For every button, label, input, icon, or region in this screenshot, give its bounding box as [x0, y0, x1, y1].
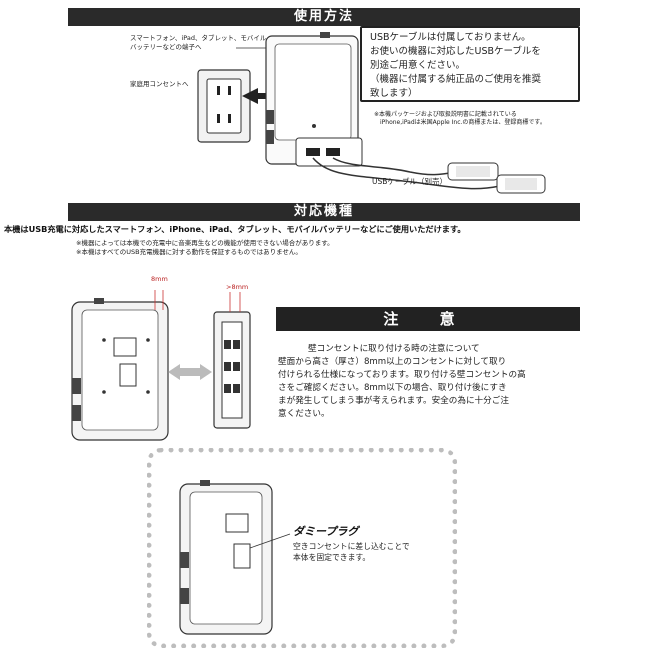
outlet-label: 家庭用コンセントへ	[130, 80, 189, 88]
dummy-plug-frame	[147, 448, 457, 648]
compat-notes: ※機器によっては本機での充電中に音楽再生などの機能が使用できない場合があります。…	[76, 239, 334, 256]
dimension-label-over-8mm: >8mm	[226, 283, 249, 291]
cable-label: USBケーブル（別売）	[372, 177, 447, 186]
usage-section-title: 使用方法	[68, 8, 580, 26]
trademark-note: ※本機パッケージおよび取扱説明書に記載されている iPhone,iPadは米国A…	[374, 111, 546, 126]
dimension-label-8mm: 8mm	[151, 275, 168, 283]
caution-body: 壁コンセントに取り付ける時の注意について 壁面から高さ（厚さ）8mm以上のコンセ…	[278, 344, 526, 419]
compat-section-title: 対応機種	[68, 203, 580, 221]
usb-cable-notice: USBケーブルは付属しておりません。 お使いの機器に対応したUSBケーブルを 別…	[360, 26, 580, 102]
phone-connection-label: スマートフォン、iPad、タブレット、モバイル バッテリーなどの端子へ	[130, 34, 267, 51]
caution-title: 注 意	[276, 307, 580, 331]
compat-main-line: 本機はUSB充電に対応したスマートフォン、iPhone、iPad、タブレット、モ…	[4, 224, 466, 234]
dummy-plug-title: ダミープラグ	[293, 525, 359, 538]
dummy-plug-description: 空きコンセントに差し込むことで 本体を固定できます。	[293, 542, 410, 562]
